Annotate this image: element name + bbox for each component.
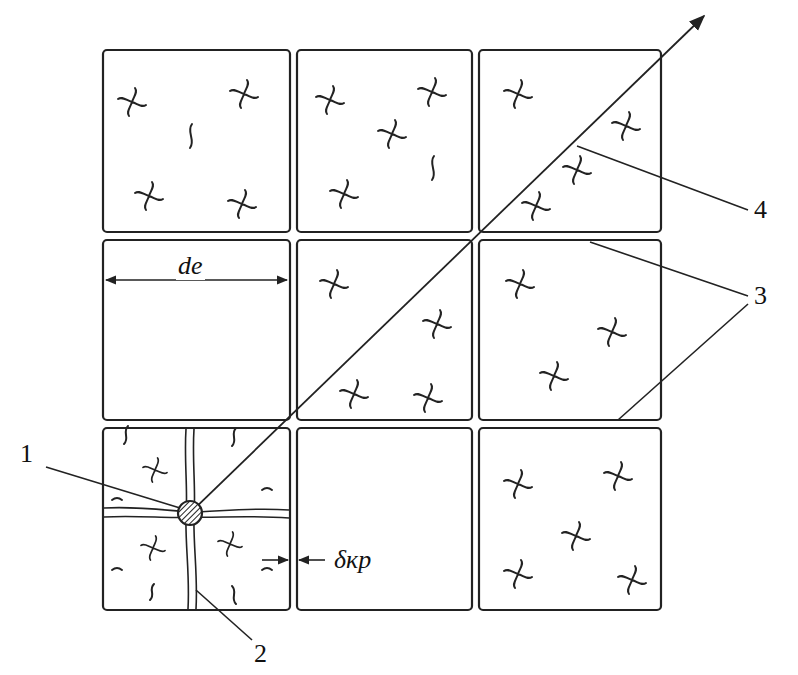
gap-width-label: δкр (332, 546, 373, 574)
charge (178, 501, 202, 525)
crack-lines (104, 429, 289, 609)
callout-number: 2 (252, 640, 269, 668)
fractures (112, 78, 646, 604)
direction-arrow (190, 16, 704, 513)
callout-number: 1 (18, 440, 35, 468)
leader-lines (46, 146, 748, 640)
callout-number: 4 (752, 196, 769, 224)
block-size-label: de (176, 252, 205, 280)
rock-blocks (103, 50, 661, 610)
callout-number: 3 (752, 282, 769, 310)
gap-dimension (262, 559, 325, 561)
